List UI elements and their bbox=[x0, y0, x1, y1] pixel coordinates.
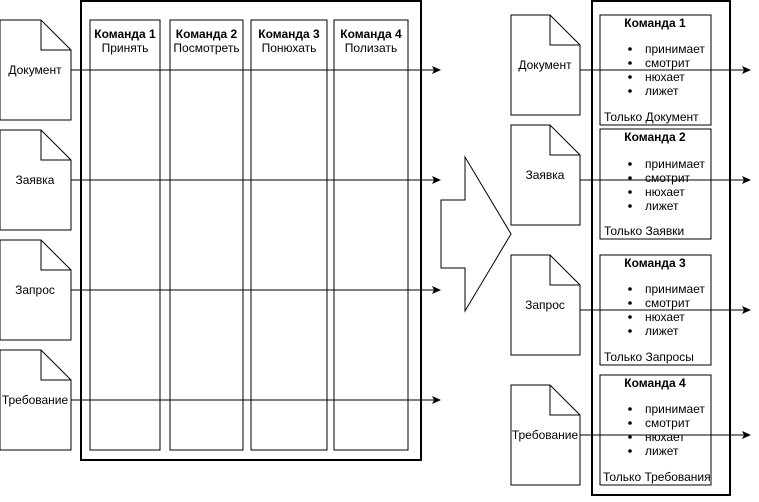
left-team-action: Принять bbox=[102, 41, 149, 55]
right-team-item: нюхает bbox=[645, 70, 685, 84]
bullet bbox=[628, 315, 632, 319]
right-document-label: Документ bbox=[518, 58, 572, 72]
left-document-1: Документ bbox=[0, 19, 72, 121]
right-team-title: Команда 2 bbox=[624, 130, 686, 144]
bullet bbox=[628, 190, 632, 194]
right-document-2: Заявка bbox=[510, 124, 581, 226]
bullet bbox=[628, 162, 632, 166]
left-team-title: Команда 3 bbox=[258, 27, 320, 41]
right-team-item: смотрит bbox=[645, 56, 691, 70]
left-team-column-1: Команда 1 Принять bbox=[89, 19, 161, 451]
left-document-3: Запрос bbox=[0, 239, 72, 341]
left-document-2: Заявка bbox=[0, 129, 72, 231]
bullet bbox=[628, 47, 632, 51]
right-document-label: Требование bbox=[512, 428, 579, 442]
left-team-action: Полизать bbox=[345, 41, 397, 55]
transform-arrow bbox=[440, 155, 512, 313]
right-document-4: Требование bbox=[510, 384, 581, 486]
right-team-note: Только Заявки bbox=[604, 224, 684, 238]
right-team-box-4: Команда 4 принимает смотрит нюхает лижет… bbox=[599, 374, 712, 486]
left-team-title: Команда 1 bbox=[94, 27, 156, 41]
bullet bbox=[628, 204, 632, 208]
right-team-item: смотрит bbox=[645, 296, 691, 310]
bullet bbox=[628, 176, 632, 180]
right-team-title: Команда 1 bbox=[624, 16, 686, 30]
right-team-item: лижет bbox=[645, 444, 679, 458]
left-document-label: Требование bbox=[2, 393, 69, 407]
right-team-title: Команда 3 bbox=[624, 256, 686, 270]
left-document-label: Запрос bbox=[15, 283, 55, 297]
bullet bbox=[628, 407, 632, 411]
left-team-title: Команда 4 bbox=[340, 27, 402, 41]
right-team-item: принимает bbox=[645, 42, 705, 56]
left-team-action: Посмотреть bbox=[173, 41, 239, 55]
bullet bbox=[628, 287, 632, 291]
right-team-note: Только Требования bbox=[603, 470, 711, 484]
right-team-item: нюхает bbox=[645, 430, 685, 444]
bullet bbox=[628, 61, 632, 65]
right-team-item: смотрит bbox=[645, 171, 691, 185]
right-team-item: принимает bbox=[645, 282, 705, 296]
right-document-1: Документ bbox=[510, 14, 581, 116]
bullet bbox=[628, 329, 632, 333]
right-team-item: лижет bbox=[645, 199, 679, 213]
left-team-column-4: Команда 4 Полизать bbox=[333, 19, 409, 451]
left-team-column-2: Команда 2 Посмотреть bbox=[169, 19, 244, 451]
bullet bbox=[628, 435, 632, 439]
left-document-label: Заявка bbox=[16, 173, 55, 187]
right-team-item: нюхает bbox=[645, 310, 685, 324]
left-team-column-3: Команда 3 Понюхать bbox=[250, 19, 328, 451]
bullet bbox=[628, 449, 632, 453]
right-team-note: Только Запросы bbox=[604, 350, 694, 364]
right-team-title: Команда 4 bbox=[624, 376, 686, 390]
bullet bbox=[628, 301, 632, 305]
bullet bbox=[628, 421, 632, 425]
right-document-3: Запрос bbox=[510, 254, 581, 356]
right-team-item: принимает bbox=[645, 157, 705, 171]
left-team-title: Команда 2 bbox=[176, 27, 238, 41]
right-team-note: Только Документ bbox=[604, 110, 699, 124]
right-document-label: Заявка bbox=[526, 168, 565, 182]
right-team-item: смотрит bbox=[645, 416, 691, 430]
left-document-4: Требование bbox=[0, 349, 72, 451]
bullet bbox=[628, 89, 632, 93]
right-document-label: Запрос bbox=[525, 298, 565, 312]
right-team-item: принимает bbox=[645, 402, 705, 416]
bullet bbox=[628, 75, 632, 79]
right-team-box-2: Команда 2 принимает смотрит нюхает лижет… bbox=[599, 128, 712, 240]
left-document-label: Документ bbox=[8, 63, 62, 77]
left-team-action: Понюхать bbox=[262, 41, 317, 55]
right-team-item: лижет bbox=[645, 324, 679, 338]
right-team-item: лижет bbox=[645, 84, 679, 98]
right-team-item: нюхает bbox=[645, 185, 685, 199]
